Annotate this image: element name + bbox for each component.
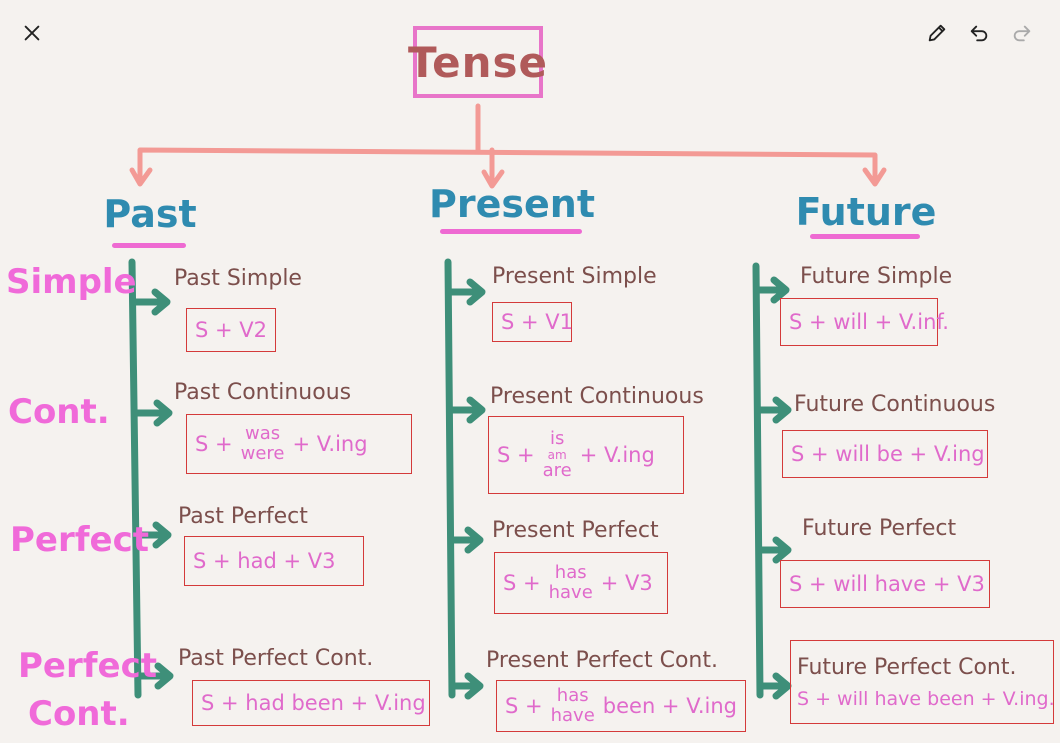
redo-button[interactable] (1007, 18, 1037, 48)
past-cont-aux: was were (241, 424, 285, 464)
present-branch-cont (446, 396, 486, 424)
pencil-icon (928, 24, 946, 42)
undo-button[interactable] (964, 18, 994, 48)
present-branch-pfc (448, 672, 484, 700)
present-perfect-aux: has have (549, 563, 593, 603)
past-pfc-name: Past Perfect Cont. (178, 646, 374, 671)
close-icon (24, 25, 40, 41)
past-cont-verb: + V.ing (292, 432, 368, 456)
future-pfc-formula: S + will have been + V.ing. (797, 687, 1055, 710)
present-trunk (444, 258, 456, 699)
present-cont-subject: S + (497, 443, 535, 467)
row-label-simple: Simple (6, 262, 137, 302)
past-perfect-formula: S + had + V3 (184, 536, 364, 586)
present-perfect-subject: S + (503, 571, 541, 595)
underline-present (440, 229, 582, 234)
present-branch-perfect (447, 526, 484, 554)
close-button[interactable] (17, 18, 47, 48)
future-perfect-name: Future Perfect (802, 516, 957, 541)
row-label-cont: Cont. (8, 392, 110, 432)
future-simple-name: Future Simple (800, 264, 953, 289)
pencil-button[interactable] (922, 18, 952, 48)
present-pfc-subject: S + (505, 694, 543, 718)
past-branch-perfect (133, 521, 172, 549)
present-pfc-aux-has: has (556, 685, 589, 706)
underline-past (112, 243, 186, 248)
present-pfc-name: Present Perfect Cont. (486, 648, 718, 673)
past-branch-pfc (134, 662, 174, 690)
past-simple-name: Past Simple (174, 266, 302, 291)
present-simple-name: Present Simple (492, 264, 657, 289)
column-present: Present (429, 182, 595, 226)
present-pfc-formula: S + has have been + V.ing (496, 680, 746, 732)
past-cont-aux-were: were (240, 443, 285, 464)
past-cont-subject: S + (195, 432, 233, 456)
present-cont-aux-am: am (547, 448, 567, 462)
present-perfect-aux-have: have (548, 582, 593, 603)
redo-icon (1013, 25, 1031, 42)
future-branch-perfect (755, 536, 792, 564)
column-past: Past (103, 192, 197, 236)
past-branch-cont (131, 399, 173, 427)
present-pfc-aux: has have (551, 686, 595, 726)
present-branch-simple (445, 278, 486, 306)
present-perfect-formula: S + has have + V3 (494, 552, 668, 614)
present-perfect-name: Present Perfect (492, 518, 659, 543)
future-branch-cont (754, 396, 792, 424)
present-cont-verb: + V.ing (579, 443, 655, 467)
past-pfc-formula: S + had been + V.ing (192, 680, 430, 726)
present-perfect-verb: + V3 (600, 571, 653, 595)
past-trunk (128, 258, 142, 699)
present-perfect-aux-has: has (554, 562, 587, 583)
future-pfc-box: Future Perfect Cont. S + will have been … (790, 640, 1055, 724)
present-pfc-verb: been + V.ing (602, 694, 738, 718)
past-perfect-name: Past Perfect (178, 504, 308, 529)
title-box: Tense (408, 26, 547, 98)
top-connector (129, 103, 887, 189)
page-title: Tense (408, 37, 548, 87)
row-label-pfc-line2: Cont. (28, 694, 130, 734)
past-cont-formula: S + was were + V.ing (186, 414, 412, 474)
present-cont-formula: S + is am are + V.ing (488, 416, 684, 494)
future-perfect-formula: S + will have + V3 (780, 560, 990, 608)
row-label-perfect: Perfect (10, 520, 150, 560)
past-simple-formula: S + V2 (186, 308, 276, 352)
present-cont-aux-are: are (542, 460, 572, 481)
present-pfc-aux-have: have (550, 705, 595, 726)
present-cont-aux: is am are (543, 429, 572, 481)
past-cont-aux-was: was (244, 423, 281, 444)
past-cont-name: Past Continuous (174, 380, 352, 405)
future-pfc-name: Future Perfect Cont. (797, 654, 1017, 680)
present-simple-formula: S + V1 (492, 302, 573, 342)
future-trunk (752, 262, 764, 699)
future-branch-pfc (756, 672, 792, 700)
row-label-pfc-line1: Perfect (18, 646, 158, 686)
future-cont-formula: S + will be + V.ing (782, 430, 988, 478)
present-cont-name: Present Continuous (490, 384, 704, 409)
future-branch-simple (753, 276, 790, 304)
column-future: Future (795, 190, 937, 234)
underline-future (810, 234, 920, 239)
future-simple-formula: S + will + V.inf. (780, 298, 949, 346)
undo-icon (970, 25, 988, 42)
present-cont-aux-is: is (549, 428, 565, 449)
past-branch-simple (130, 288, 171, 316)
future-cont-name: Future Continuous (794, 392, 996, 417)
